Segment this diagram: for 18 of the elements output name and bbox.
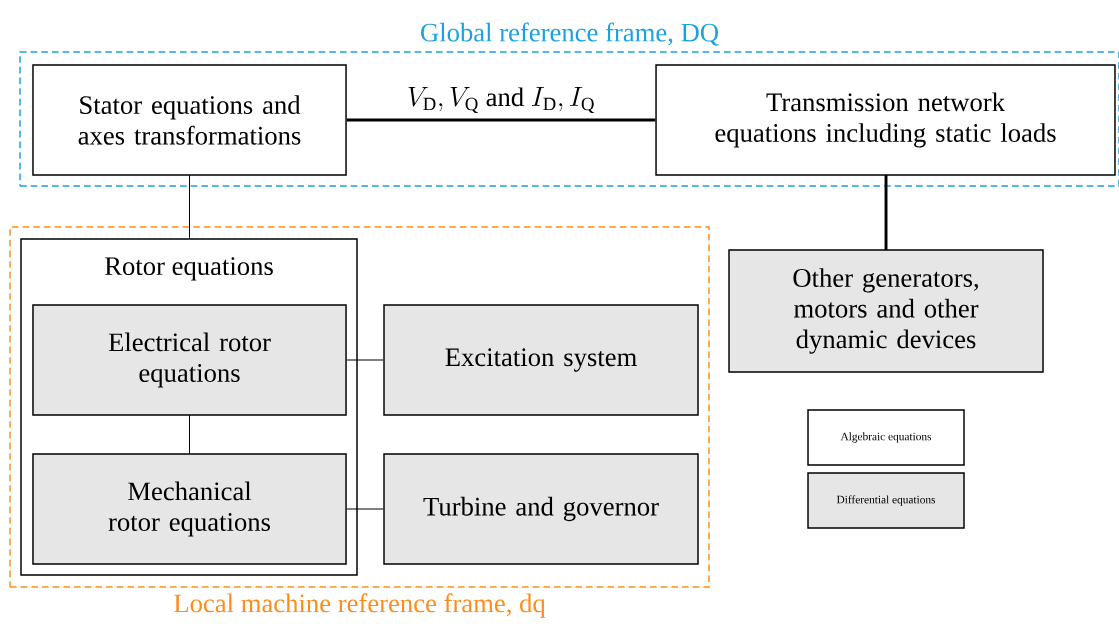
edge-label: $V_\mathrm{D}, V_\mathrm{Q}\ \mathrm{and}\ I_\mathrm{D}, I_\mathrm{Q}$ [408, 87, 595, 114]
node-label: Local machine reference frame, dq [174, 593, 546, 618]
equation-box: Electrical rotor equations [32, 304, 347, 416]
equation-box: Turbine and governor [383, 453, 699, 565]
legend-box: Differential equations [807, 472, 965, 529]
connector-line [884, 175, 888, 250]
connector-line [346, 508, 384, 510]
connector-line [189, 414, 190, 455]
equation-box: Stator equations and axes transformations [32, 64, 347, 176]
equation-box: Mechanical rotor equations [32, 453, 347, 565]
connector-line [346, 118, 656, 122]
connector-line [346, 359, 384, 361]
equation-box: Transmission network equations including static loads [655, 64, 1116, 176]
equation-box: Excitation system [383, 304, 699, 416]
legend-box: Algebraic equations [807, 409, 965, 466]
equation-box: Other generators, motors and other dynamic devices [728, 249, 1044, 373]
connector-line [189, 174, 190, 240]
node-label: Global reference frame, DQ [421, 22, 719, 46]
